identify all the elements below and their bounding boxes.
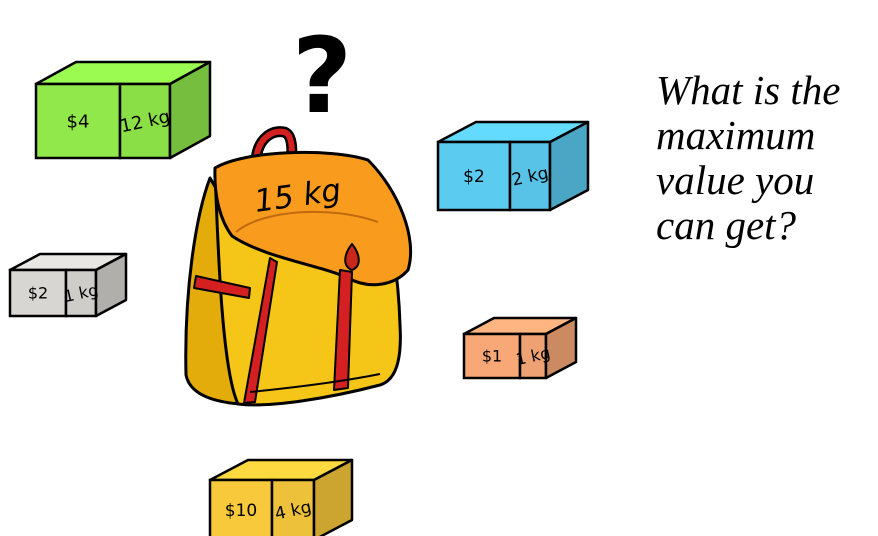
item-box-front [208, 478, 274, 536]
item-box-front [34, 82, 122, 160]
question-text: What is the maximum value you can get? [656, 68, 871, 248]
knapsack [184, 126, 413, 407]
item-value-label: $1 [482, 347, 502, 366]
item-box-edge [548, 120, 590, 212]
question-line-3: value you [656, 157, 815, 203]
question-line-4: can get? [656, 202, 797, 248]
item-box-edge [94, 252, 128, 318]
knapsack-side-strap [193, 275, 251, 299]
item-box-side [270, 478, 316, 536]
question-line-2: maximum [656, 112, 816, 158]
item-box-front [8, 268, 68, 318]
item-box-edge [312, 458, 354, 536]
question-line-1: What is the [656, 67, 841, 113]
knapsack-strap-left [243, 257, 278, 404]
item-box-edge [544, 316, 578, 380]
item-box-edge [168, 60, 212, 160]
question-mark: ? [292, 15, 352, 137]
item-box-front [436, 140, 512, 212]
item-value-label: $2 [463, 167, 485, 187]
item-value-label: $10 [225, 501, 257, 521]
knapsack-latch [344, 243, 360, 271]
item-value-label: $2 [28, 284, 48, 303]
knapsack-strap-right [333, 269, 353, 391]
item-value-label: $4 [67, 111, 90, 132]
knapsack-flap [213, 150, 413, 287]
